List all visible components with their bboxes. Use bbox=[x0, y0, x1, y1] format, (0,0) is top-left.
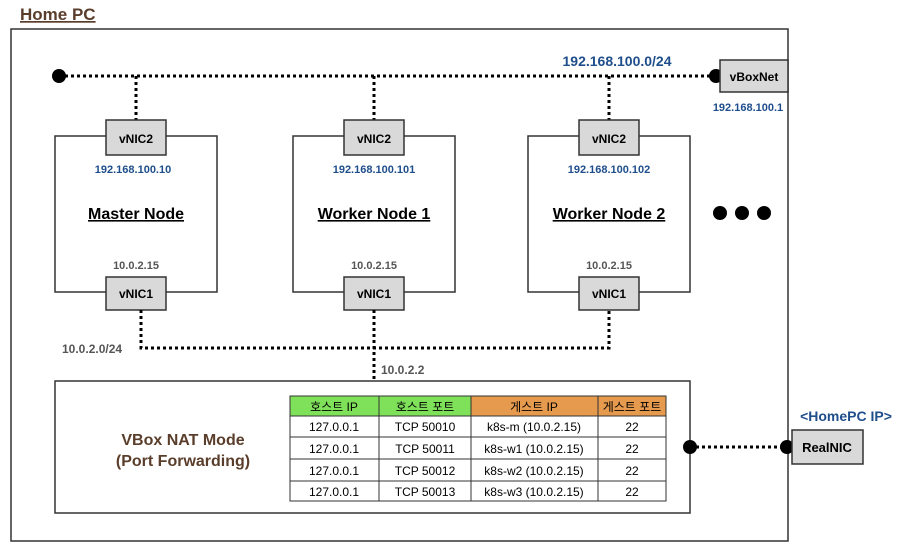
worker2-vnic1-box bbox=[578, 276, 640, 311]
master-node-title: Master Node bbox=[88, 206, 184, 223]
master-vnic2-ip: 192.168.100.10 bbox=[95, 164, 171, 176]
worker1-vnic1-label: vNIC1 bbox=[357, 287, 391, 301]
more-nodes-dot bbox=[713, 206, 727, 220]
table-cell: 127.0.0.1 bbox=[309, 464, 359, 478]
master-vnic1-ip: 10.0.2.15 bbox=[113, 260, 159, 272]
vboxnet-box bbox=[719, 59, 789, 93]
table-cell: 127.0.0.1 bbox=[309, 485, 359, 499]
table-cell: 22 bbox=[625, 464, 639, 478]
worker1-vnic1-ip: 10.0.2.15 bbox=[351, 260, 397, 272]
worker1-node-box bbox=[292, 135, 456, 293]
worker2-vnic2-box bbox=[578, 119, 640, 156]
vboxnet-ip: 192.168.100.1 bbox=[713, 102, 783, 114]
realnic-caption: <HomePC IP> bbox=[800, 408, 892, 424]
nat-gateway-label: 10.0.2.2 bbox=[381, 363, 425, 377]
nat-mode-title: VBox NAT Mode bbox=[121, 432, 244, 449]
table-cell: TCP 50012 bbox=[395, 464, 456, 478]
table-cell: 127.0.0.1 bbox=[309, 442, 359, 456]
nat-mode-subtitle: (Port Forwarding) bbox=[116, 453, 250, 470]
vboxnet-label: vBoxNet bbox=[730, 70, 779, 84]
header-host-port: 호스트 포트 bbox=[396, 400, 455, 414]
worker2-vnic2-label: vNIC2 bbox=[592, 132, 626, 146]
more-nodes-dot bbox=[735, 206, 749, 220]
header-guest-ip: 게스트 IP bbox=[510, 400, 558, 414]
table-cell: TCP 50010 bbox=[395, 420, 456, 434]
realnic-label: RealNIC bbox=[802, 440, 852, 455]
worker1-vnic1-box bbox=[343, 276, 405, 311]
table-cell: 22 bbox=[625, 420, 639, 434]
worker2-vnic1-label: vNIC1 bbox=[592, 287, 626, 301]
master-vnic1-label: vNIC1 bbox=[119, 287, 153, 301]
home-pc-title: Home PC bbox=[20, 5, 96, 24]
host-only-network-endpoint bbox=[52, 69, 66, 83]
worker1-vnic2-label: vNIC2 bbox=[357, 132, 391, 146]
table-cell: k8s-w2 (10.0.2.15) bbox=[484, 464, 583, 478]
table-cell: k8s-w3 (10.0.2.15) bbox=[484, 485, 583, 499]
worker2-vnic1-ip: 10.0.2.15 bbox=[586, 260, 632, 272]
host-only-subnet-label: 192.168.100.0/24 bbox=[563, 53, 672, 69]
header-host-ip: 호스트 IP bbox=[310, 400, 358, 414]
master-vnic2-label: vNIC2 bbox=[119, 132, 153, 146]
worker2-vnic2-ip: 192.168.100.102 bbox=[568, 164, 651, 176]
worker1-vnic2-box bbox=[343, 119, 405, 156]
master-vnic2-box bbox=[105, 119, 167, 156]
worker2-node-box bbox=[527, 135, 691, 293]
master-vnic1-box bbox=[105, 276, 167, 311]
port-forwarding-table: 호스트 IP 호스트 포트 게스트 IP 게스트 포트 127.0.0.1 TC… bbox=[289, 395, 667, 502]
table-cell: 127.0.0.1 bbox=[309, 420, 359, 434]
home-pc-box bbox=[10, 28, 789, 542]
more-nodes-dot bbox=[757, 206, 771, 220]
nat-subnet-label: 10.0.2.0/24 bbox=[62, 342, 122, 356]
worker1-vnic2-ip: 192.168.100.101 bbox=[333, 164, 416, 176]
table-cell: TCP 50011 bbox=[395, 442, 455, 456]
header-guest-port: 게스트 포트 bbox=[603, 400, 662, 414]
table-cell: k8s-w1 (10.0.2.15) bbox=[484, 442, 583, 456]
realnic-box bbox=[791, 429, 864, 465]
table-cell: TCP 50013 bbox=[395, 485, 456, 499]
table-cell: k8s-m (10.0.2.15) bbox=[487, 420, 581, 434]
table-cell: 22 bbox=[625, 442, 639, 456]
worker2-node-title: Worker Node 2 bbox=[553, 206, 666, 223]
nat-connector-dot bbox=[683, 440, 697, 454]
worker1-node-title: Worker Node 1 bbox=[318, 206, 431, 223]
realnic-connector-dot bbox=[780, 440, 794, 454]
table-cell: 22 bbox=[625, 485, 639, 499]
